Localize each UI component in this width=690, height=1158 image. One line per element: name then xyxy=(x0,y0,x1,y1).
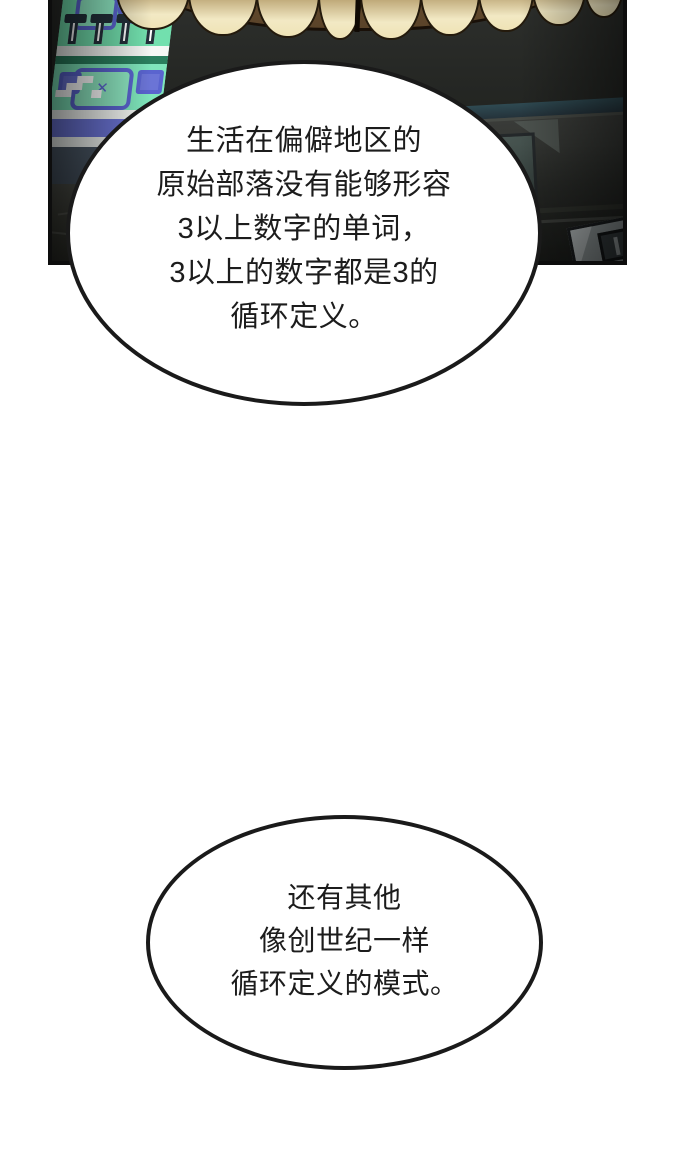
device-screen xyxy=(597,227,623,261)
ornament-stair xyxy=(76,76,94,83)
ornament-block xyxy=(135,70,165,94)
tooth xyxy=(116,0,190,30)
device-fold xyxy=(570,226,600,261)
tooth xyxy=(188,0,258,36)
ornament-stair xyxy=(55,90,72,97)
ornament-stair xyxy=(65,83,83,90)
tooth xyxy=(478,0,534,32)
giant-teeth-jaw xyxy=(106,0,623,60)
tooth xyxy=(532,0,586,26)
speech-bubble-primary-text: 生活在偏僻地区的 原始部落没有能够形容 3以上数字的单词， 3以上的数字都是3的… xyxy=(156,125,452,333)
speech-bubble-primary: 生活在偏僻地区的 原始部落没有能够形容 3以上数字的单词， 3以上的数字都是3的… xyxy=(66,60,542,406)
tooth xyxy=(420,0,480,36)
ornament-stair xyxy=(90,90,102,98)
tooth xyxy=(360,0,422,40)
speech-bubble-secondary-text: 还有其他 像创世纪一样 循环定义的模式。 xyxy=(230,882,459,999)
tooth xyxy=(256,0,320,38)
speech-bubble-secondary: 还有其他 像创世纪一样 循环定义的模式。 xyxy=(146,815,543,1070)
small-device xyxy=(566,214,623,261)
